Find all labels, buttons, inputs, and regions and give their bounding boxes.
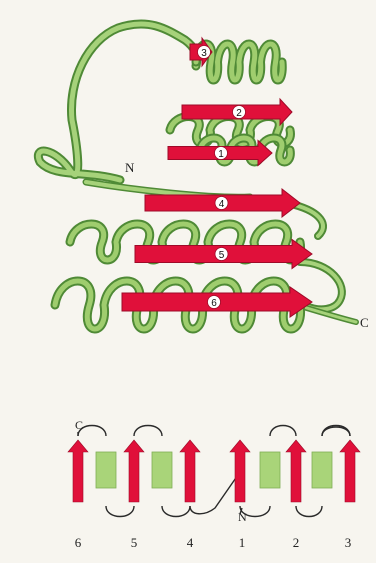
strand-label-5: 5	[219, 250, 225, 261]
topology-strand-number-3: 3	[345, 535, 352, 550]
topology-strand-number-4: 4	[187, 535, 194, 550]
topology-strand-1	[230, 440, 250, 502]
topology-diagram: C N 6 5 4 1 2 3	[68, 418, 360, 550]
topology-loop-7	[296, 506, 322, 517]
topology-helix-4	[312, 452, 332, 488]
topology-strand-3	[340, 440, 360, 502]
strand-label-4: 4	[219, 199, 225, 210]
topology-strand-number-2: 2	[293, 535, 300, 550]
topology-strand-number-5: 5	[131, 535, 138, 550]
topology-connections	[78, 426, 350, 517]
topology-n-terminus-label: N	[238, 510, 247, 524]
strand-label-3: 3	[201, 48, 207, 59]
topology-strand-4	[180, 440, 200, 502]
topology-strand-5	[124, 440, 144, 502]
topology-loop-2	[106, 506, 134, 517]
topology-helix-3	[260, 452, 280, 488]
topology-strand-number-6: 6	[75, 535, 82, 550]
topology-strand-numbers: 6 5 4 1 2 3	[75, 535, 352, 550]
topology-strand-6	[68, 440, 88, 502]
topology-c-terminus-label: C	[75, 418, 83, 432]
topology-strand-number-1: 1	[239, 535, 246, 550]
strand-label-2: 2	[236, 108, 242, 119]
strand-label-6: 6	[211, 298, 217, 309]
ribbon-coil	[38, 24, 356, 322]
strand-label-1: 1	[218, 149, 224, 160]
topology-loop-6	[270, 426, 296, 437]
ribbon-c-terminus-label: C	[360, 315, 369, 330]
topology-loop-3	[134, 426, 162, 437]
ribbon-diagram: 3 2 1 4 5 6 N C	[38, 24, 368, 330]
topology-helix-2	[152, 452, 172, 488]
topology-strand-2	[286, 440, 306, 502]
topology-crossover-4-1	[190, 472, 240, 514]
topology-helix-1	[96, 452, 116, 488]
topology-loop-4	[162, 506, 190, 517]
ribbon-n-terminus-label: N	[125, 160, 135, 175]
